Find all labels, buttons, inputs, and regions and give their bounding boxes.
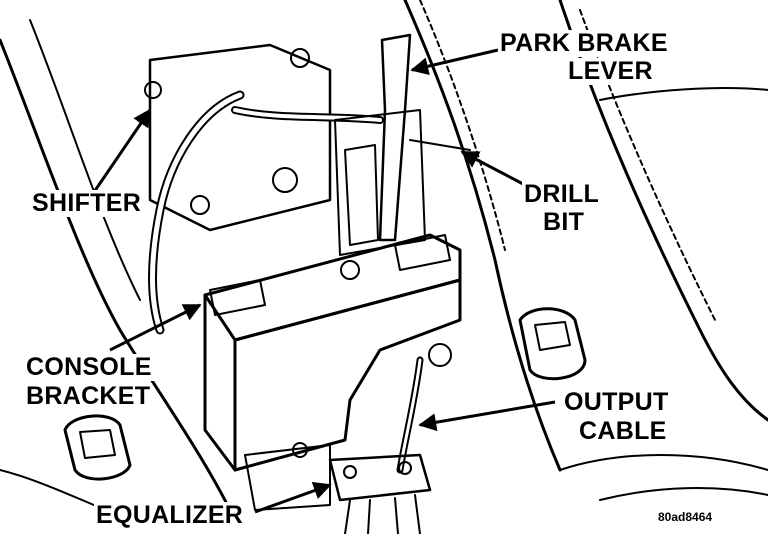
wire-harness-inner (150, 92, 243, 333)
drill-bit-label-line1: DRILL (522, 180, 602, 208)
console-bracket-top (203, 233, 462, 342)
arrow-console-bracket (109, 303, 202, 352)
right-upper-line (599, 87, 768, 101)
console-bracket-body (233, 278, 462, 472)
mid-bolt (272, 167, 298, 193)
park-brake-label-line2: LEVER (566, 57, 655, 85)
arrow-park-brake (410, 48, 499, 76)
equalizer-body (328, 453, 432, 502)
bracket-tab-left (209, 279, 266, 316)
right-lower-edge (559, 454, 768, 471)
console-bracket-label-line1: CONSOLE (24, 353, 154, 381)
shifter-label: SHIFTER (30, 189, 144, 217)
arrow-drill-bit (460, 150, 526, 187)
right-console-stitch (419, 0, 506, 251)
lower-plate (244, 444, 331, 511)
wire-harness-2-inner (233, 108, 382, 122)
lower-bolt (292, 442, 308, 458)
drill-bit-line (409, 139, 471, 151)
top-bolt-2 (290, 48, 310, 68)
equalizer-label: EQUALIZER (94, 501, 246, 529)
park-brake-label-line1: PARK BRAKE (498, 29, 670, 57)
park-brake-lever (378, 33, 412, 242)
equalizer-hole-2 (398, 461, 412, 475)
lever-plate (344, 144, 379, 246)
output-cable-inner (398, 358, 422, 472)
arrow-output-cable (418, 400, 556, 432)
mid-bolt-2 (190, 195, 210, 215)
right-console-edge (403, 0, 562, 472)
left-tunnel-outline (0, 38, 232, 512)
arrow-equalizer (254, 482, 332, 514)
seat-buckle-left-slot (79, 429, 116, 459)
console-bracket-label-line2: BRACKET (24, 382, 153, 410)
bracket-tab-right (394, 234, 451, 271)
output-cable-label-line2: CABLE (577, 417, 669, 445)
bracket-bolt (428, 343, 452, 367)
console-bracket-front (203, 293, 237, 472)
seat-buckle-left (63, 414, 132, 481)
bracket-hole (340, 260, 360, 280)
figure-code: 80ad8464 (658, 510, 713, 524)
arrow-shifter (90, 108, 152, 196)
left-tunnel-inner (29, 19, 141, 301)
equalizer-cables (344, 494, 421, 535)
seat-buckle-right-slot (534, 321, 571, 351)
output-cable-label-line1: OUTPUT (562, 388, 671, 416)
right-seat-curve (558, 0, 768, 422)
right-lower-edge-2 (599, 487, 768, 501)
top-bolt (144, 81, 162, 99)
shifter-housing (148, 43, 332, 232)
equalizer-hole-1 (343, 465, 357, 479)
drill-bit-label-line2: BIT (541, 208, 587, 236)
seat-buckle-right (518, 307, 587, 381)
